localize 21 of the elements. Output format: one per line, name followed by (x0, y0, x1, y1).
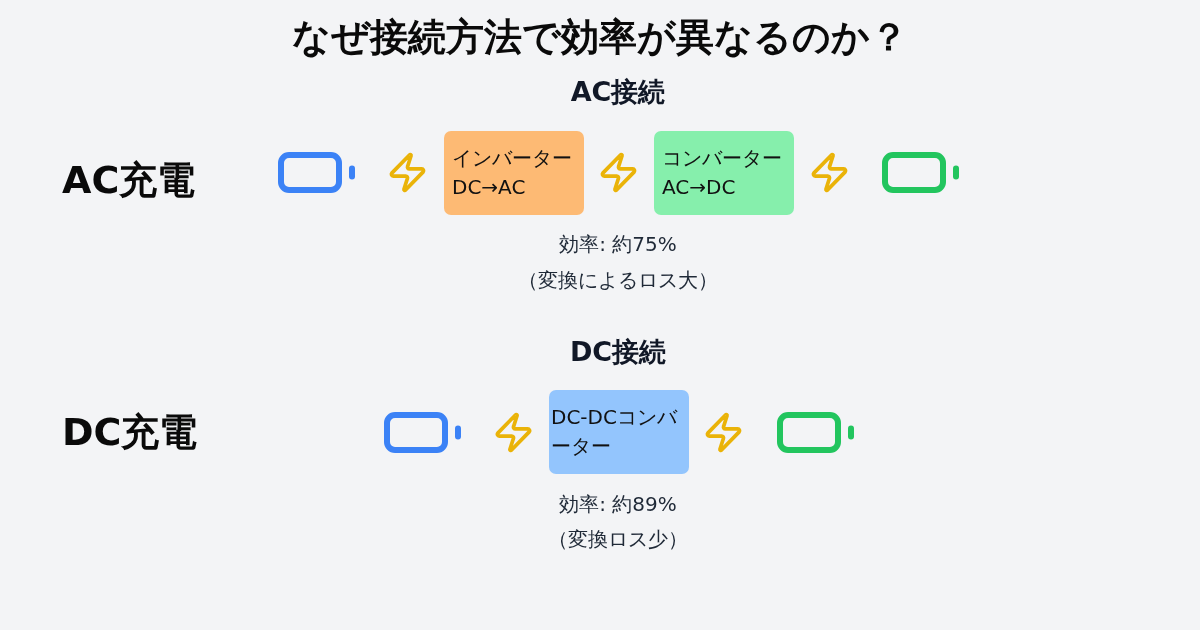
battery-icon (777, 412, 855, 453)
battery-icon (384, 412, 462, 453)
box-title: コンバーター (662, 145, 782, 172)
efficiency-note: （変換によるロス大） (518, 267, 718, 294)
row-label: AC充電 (62, 157, 196, 204)
efficiency-note: 効率: 約89% (559, 491, 677, 518)
efficiency-note: （変換ロス少） (548, 526, 688, 553)
box-title: DC-DCコンバーター (551, 404, 679, 460)
section-heading: AC接続 (570, 75, 666, 109)
battery-icon (882, 152, 960, 193)
process-box (444, 131, 584, 215)
box-subtitle: AC→DC (662, 174, 736, 201)
process-box (654, 131, 794, 215)
box-title: インバーター (452, 145, 572, 172)
efficiency-note: 効率: 約75% (559, 231, 677, 258)
title: なぜ接続方法で効率が異なるのか？ (292, 14, 908, 61)
row-label: DC充電 (62, 409, 198, 456)
section-heading: DC接続 (569, 335, 667, 369)
box-subtitle: DC→AC (452, 174, 526, 201)
process-box (549, 390, 689, 474)
battery-icon (278, 152, 356, 193)
